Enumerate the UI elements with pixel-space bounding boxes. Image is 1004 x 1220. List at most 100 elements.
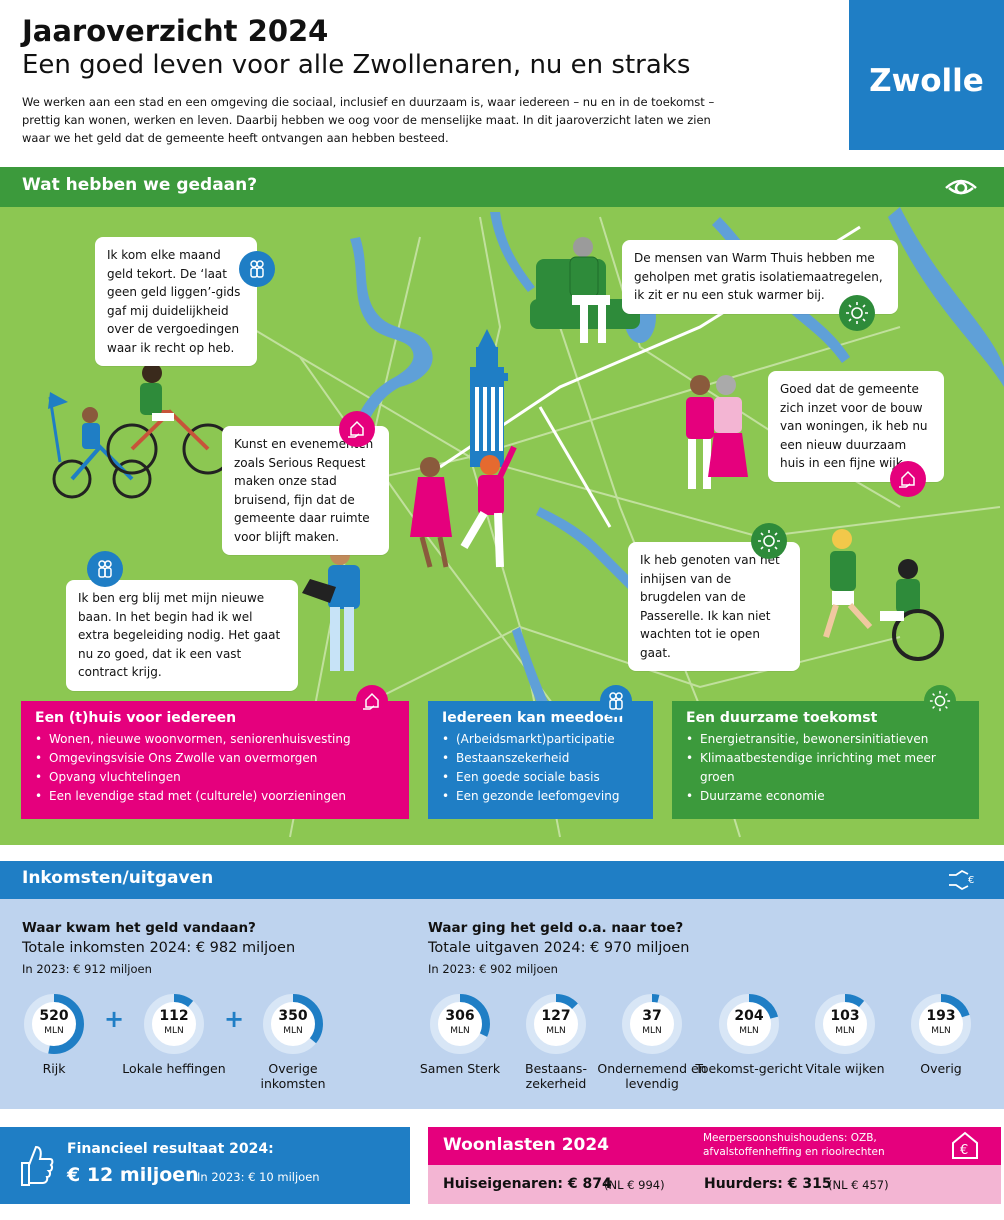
page-header: Jaaroverzicht 2024 Een goed leven voor a…: [0, 0, 1004, 165]
income-heading: Waar kwam het geld vandaan?: [22, 920, 256, 936]
donut-value: 520: [39, 1008, 69, 1024]
quote-text: Ik ben erg blij met mijn nieuwe baan. In…: [78, 591, 281, 679]
eye-icon: [945, 179, 977, 195]
donut-unit: MLN: [164, 1026, 184, 1036]
quote-nieuwe-baan: Ik ben erg blij met mijn nieuwe baan. In…: [66, 580, 298, 691]
list-item: Klimaatbestendige inrichting met meer gr…: [686, 749, 965, 787]
list-item: Omgevingsvisie Ons Zwolle van overmorgen: [35, 749, 395, 768]
quote-text: Kunst en evenementen zoals Serious Reque…: [234, 437, 374, 544]
list-item: Wonen, nieuwe woonvormen, seniorenhuisve…: [35, 730, 395, 749]
sun-icon: [751, 523, 787, 559]
page-subtitle: Een goed leven voor alle Zwollenaren, nu…: [22, 50, 691, 80]
quote-text: De mensen van Warm Thuis hebben me gehol…: [634, 251, 883, 302]
donut-ring: [719, 994, 779, 1054]
list-item: (Arbeidsmarkt)participatie: [442, 730, 639, 749]
svg-text:€: €: [968, 875, 974, 886]
donut-unit: MLN: [739, 1026, 759, 1036]
donut-value: 127: [541, 1008, 571, 1024]
theme-list: (Arbeidsmarkt)participatie Bestaanszeker…: [442, 730, 639, 806]
section-header-gedaan: Wat hebben we gedaan?: [0, 167, 1004, 207]
owners-cost: Huiseigenaren: € 874: [443, 1176, 612, 1192]
quote-kunst-evenementen: Kunst en evenementen zoals Serious Reque…: [222, 426, 389, 555]
donut-track: [815, 994, 875, 1054]
quote-passerelle: Ik heb genoten van het inhijsen van de b…: [628, 542, 800, 671]
donut-ring: [144, 994, 204, 1054]
donut-unit: MLN: [44, 1026, 64, 1036]
list-item: Bestaanszekerheid: [442, 749, 639, 768]
people-icon: [87, 551, 123, 587]
donut-ring: [24, 994, 84, 1054]
donut-ring: [263, 994, 323, 1054]
intro-text: We werken aan een stad en een omgeving d…: [22, 95, 715, 145]
income-total: Totale inkomsten 2024: € 982 miljoen: [22, 940, 296, 956]
financial-result: Financieel resultaat 2024: € 12 miljoen …: [0, 1127, 410, 1204]
svg-text:€: €: [960, 1143, 968, 1158]
donut-unit: MLN: [546, 1026, 566, 1036]
house-hand-icon: [339, 411, 375, 447]
donut-label: Toekomst-gericht: [695, 1061, 803, 1076]
quote-text: Ik kom elke maand geld tekort. De ‘laat …: [107, 248, 241, 355]
donut-label: Ondernemend en levendig: [597, 1061, 707, 1091]
donut-value: 37: [642, 1008, 662, 1024]
theme-list: Wonen, nieuwe woonvormen, seniorenhuisve…: [35, 730, 395, 806]
woonlasten-header: Woonlasten 2024 Meerpersoonshuishoudens:…: [428, 1127, 1001, 1165]
woonlasten-note: Meerpersoonshuishoudens: OZB, afvalstoff…: [703, 1132, 885, 1158]
donut-value: 204: [734, 1008, 764, 1024]
donut-value: 350: [278, 1008, 308, 1024]
donut-share-arc: [526, 994, 586, 1054]
list-item: Een levendige stad met (culturele) voorz…: [35, 787, 395, 806]
quote-text: Ik heb genoten van het inhijsen van de b…: [640, 553, 780, 660]
section-header-inkomsten: Inkomsten/uitgaven €: [0, 861, 1004, 899]
donut-share-arc: [719, 994, 779, 1054]
house-hand-icon: [356, 685, 388, 717]
result-label: Financieel resultaat 2024:: [67, 1141, 274, 1157]
donut-label: Vitale wijken: [805, 1061, 885, 1076]
illustration-area: Ik kom elke maand geld tekort. De ‘laat …: [0, 207, 1004, 845]
hands-exchange-icon: €: [949, 869, 974, 891]
donut-label: Lokale heffingen: [122, 1061, 226, 1076]
donut-share-arc: [263, 994, 323, 1054]
donut-unit: MLN: [931, 1026, 951, 1036]
plus-sign: +: [224, 1005, 245, 1033]
donut-ring: [622, 994, 682, 1054]
theme-meedoen: Iedereen kan meedoen (Arbeidsmarkt)parti…: [428, 685, 653, 819]
donut-unit: MLN: [283, 1026, 303, 1036]
donut-share-arc: [622, 994, 682, 1054]
people-icon: [600, 685, 632, 717]
woonlasten-values: Huiseigenaren: € 874 (NL € 994) Huurders…: [428, 1165, 1001, 1204]
donut-ring: [815, 994, 875, 1054]
house-hand-icon: [890, 461, 926, 497]
house-euro-icon: €: [952, 1131, 978, 1159]
theme-duurzaam: Een duurzame toekomst Energietransitie, …: [672, 685, 979, 819]
woonlasten-title: Woonlasten 2024: [443, 1135, 610, 1155]
quote-text: Goed dat de gemeente zich inzet voor de …: [780, 382, 928, 470]
donut-unit: MLN: [450, 1026, 470, 1036]
zwolle-logo: Zwolle: [849, 0, 1004, 150]
donut-unit: MLN: [835, 1026, 855, 1036]
donut-share-arc: [144, 994, 204, 1054]
result-amount: € 12 miljoen: [67, 1164, 199, 1186]
donut-ring: [430, 994, 490, 1054]
theme-thuis: Een (t)huis voor iedereen Wonen, nieuwe …: [21, 685, 409, 819]
list-item: Duurzame economie: [686, 787, 965, 806]
donut-label: Samen Sterk: [419, 1061, 501, 1076]
donut-track: [622, 994, 682, 1054]
donut-label: Overige inkomsten: [260, 1061, 326, 1091]
donut-label: Bestaans-zekerheid: [525, 1061, 587, 1091]
donut-ring: [911, 994, 971, 1054]
donut-share-arc: [911, 994, 971, 1054]
finance-panel: Waar kwam het geld vandaan? Totale inkom…: [0, 899, 1004, 1109]
donut-track: [144, 994, 204, 1054]
renters-nl: (NL € 457): [828, 1178, 889, 1192]
quote-warm-thuis: De mensen van Warm Thuis hebben me gehol…: [622, 240, 898, 314]
donut-share-arc: [815, 994, 875, 1054]
renters-cost: Huurders: € 315: [704, 1176, 832, 1192]
donut-label: Rijk: [42, 1061, 66, 1076]
